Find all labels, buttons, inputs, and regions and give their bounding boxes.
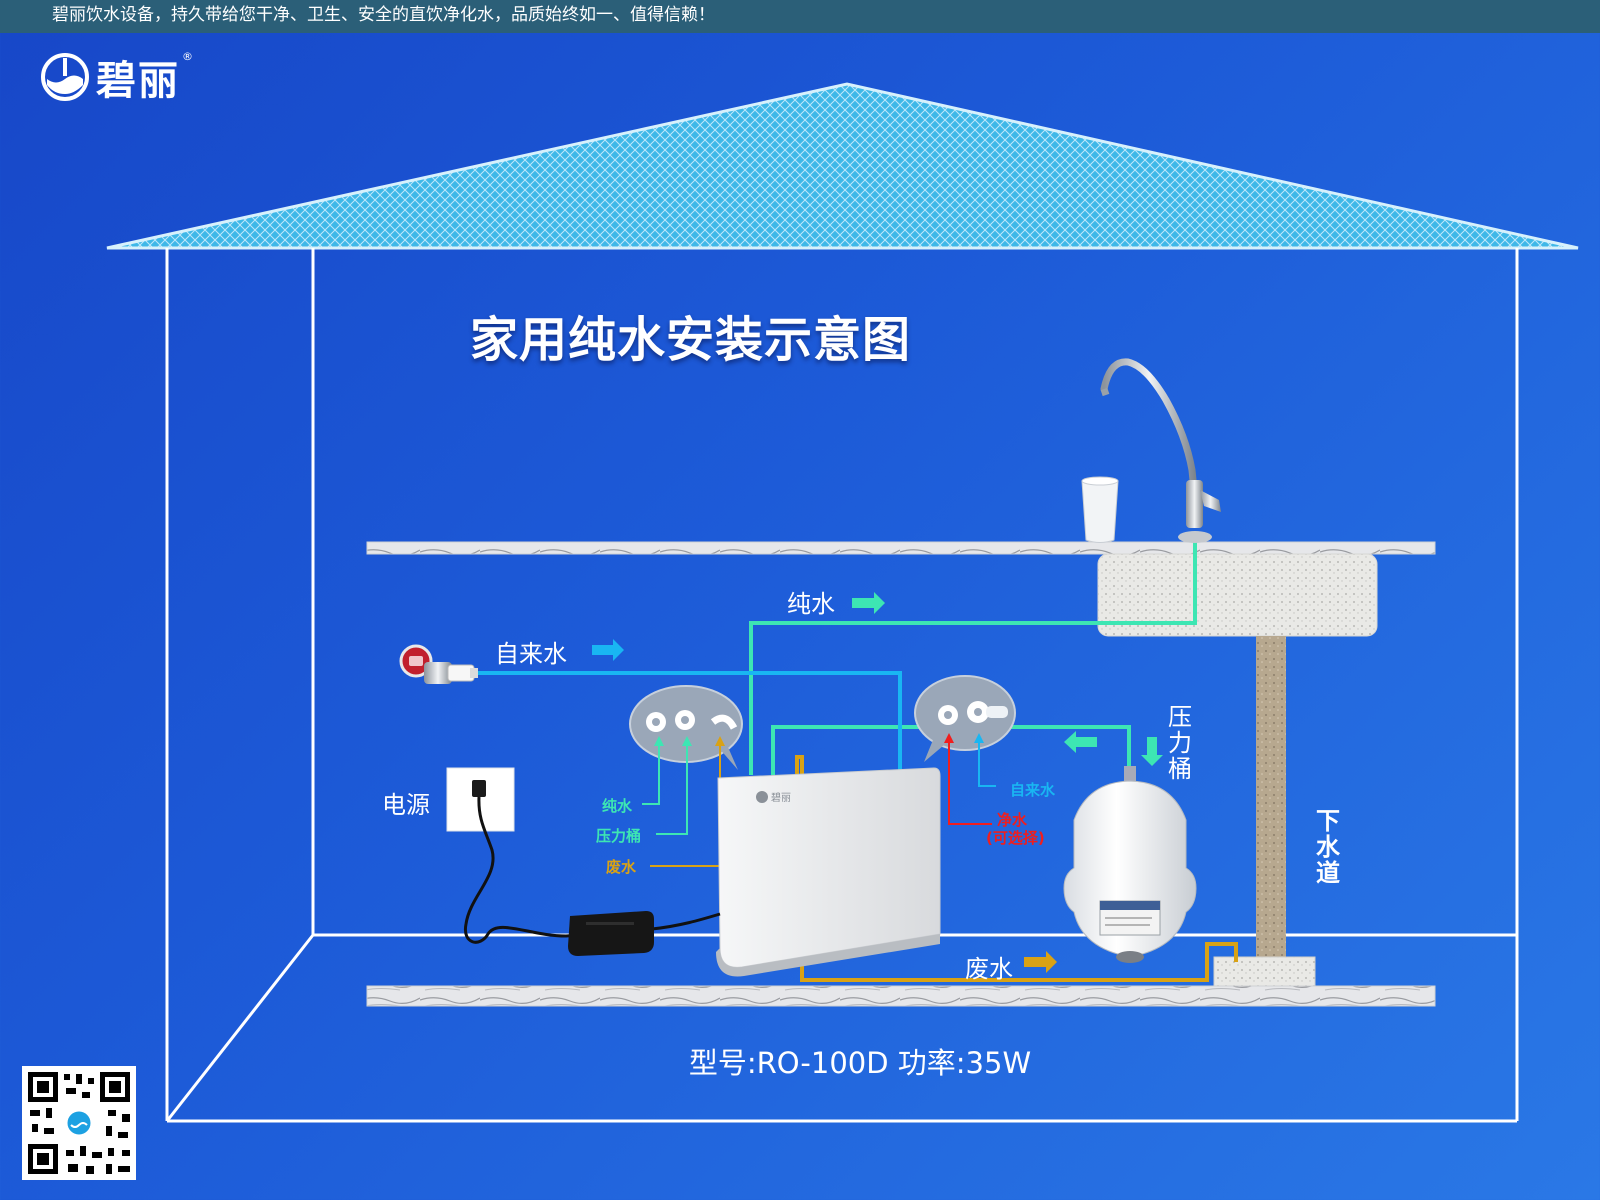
drain-label: 下水道	[1316, 807, 1340, 887]
house-roof	[106, 82, 1579, 250]
tap-water-line	[475, 671, 902, 775]
drain-pipe	[1256, 636, 1286, 958]
left-port-arrows	[654, 736, 725, 746]
left-port-pure-label: 纯水	[602, 797, 633, 815]
diagram-title: 家用纯水安装示意图	[470, 312, 912, 368]
pressure-tank	[1063, 766, 1197, 963]
model-info: 型号:RO-100D 功率:35W	[688, 1046, 1032, 1080]
pressure-tank-label: 压力桶	[1168, 703, 1192, 783]
flow-arrows	[592, 592, 1163, 973]
faucet-icon	[1100, 358, 1221, 543]
drain-base	[1213, 956, 1316, 988]
right-port-arrow-tap	[974, 733, 984, 743]
right-port-callout	[914, 675, 1016, 762]
countertop	[366, 541, 1436, 555]
top-bar: 碧丽饮水设备，持久带给您干净、卫生、安全的直饮净化水，品质始终如一、值得信赖！	[0, 0, 1600, 33]
power-cable-out	[651, 912, 721, 931]
right-port-arrow-clean	[944, 733, 954, 743]
sink-basin	[1097, 553, 1378, 637]
right-port-clean-label: 净水	[997, 811, 1028, 829]
registered-mark: ®	[182, 50, 193, 63]
water-valve-icon	[399, 644, 478, 684]
tap-water-label: 自来水	[495, 640, 567, 668]
left-port-tank-label: 压力桶	[596, 827, 642, 845]
glass-icon	[1081, 476, 1119, 543]
power-label: 电源	[382, 791, 430, 819]
power-adapter-icon	[568, 911, 654, 956]
brand-logo-icon	[41, 53, 89, 101]
brand-name: 碧丽	[96, 58, 180, 104]
power-cable	[463, 796, 581, 944]
floor-slab	[366, 985, 1436, 1007]
right-port-leaders	[948, 738, 996, 825]
qr-code-icon	[22, 1066, 136, 1180]
right-port-tap-label: 自来水	[1010, 781, 1056, 799]
power-socket-icon	[446, 767, 515, 832]
waste-water-label: 废水	[965, 955, 1013, 983]
ro-purifier-unit: 碧丽	[716, 767, 941, 977]
brand[interactable]: 碧丽 ®	[40, 50, 193, 104]
waste-water-line	[795, 755, 1238, 982]
left-port-waste-label: 废水	[606, 858, 637, 876]
right-port-clean-note: (可选择)	[986, 829, 1045, 847]
slogan: 碧丽饮水设备，持久带给您干净、卫生、安全的直饮净化水，品质始终如一、值得信赖！	[52, 5, 715, 25]
svg-text:碧丽: 碧丽	[771, 792, 791, 804]
pure-water-label: 纯水	[787, 590, 835, 618]
